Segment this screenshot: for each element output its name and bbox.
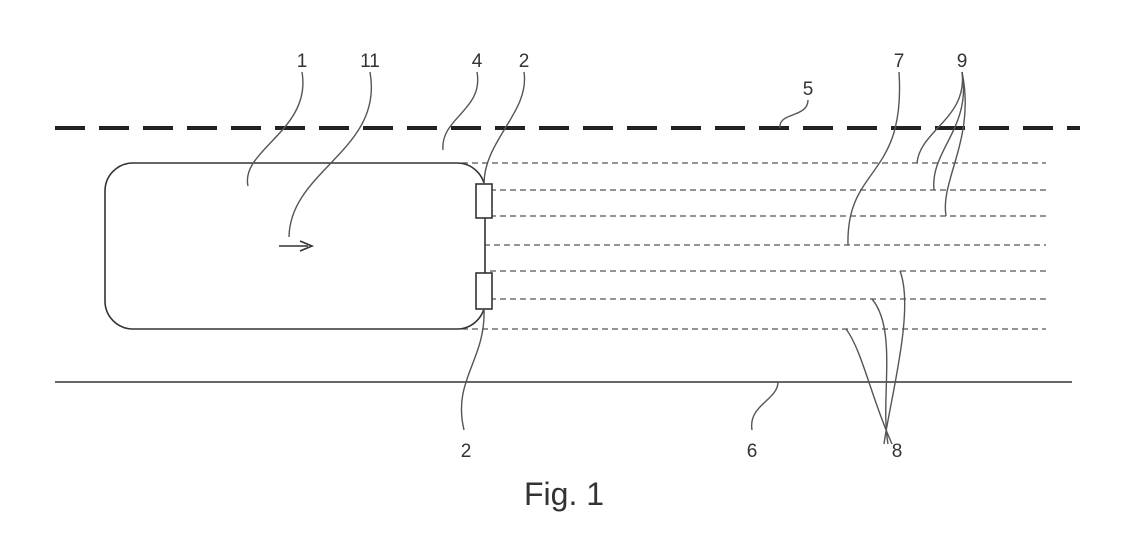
leader-dashed-marking xyxy=(779,99,809,129)
label-center-beam: 7 xyxy=(894,51,905,72)
leader-lane xyxy=(442,71,479,151)
leader-solid-marking xyxy=(751,381,779,431)
label-lower-beams: 8 xyxy=(892,441,903,462)
label-direction: 11 xyxy=(360,51,380,72)
label-lane: 4 xyxy=(472,51,483,72)
leader-lower-beams-3 xyxy=(883,270,906,445)
sensor-front-top xyxy=(475,183,493,219)
label-dashed-marking: 5 xyxy=(803,79,814,100)
leader-upper-beams-3 xyxy=(944,71,966,217)
figure-caption: Fig. 1 xyxy=(524,476,604,512)
leader-upper-beams-2 xyxy=(933,71,965,191)
sensor-beams xyxy=(462,162,1046,330)
label-solid-marking: 6 xyxy=(747,441,758,462)
leader-sensor-bottom xyxy=(460,308,485,431)
leader-lower-beams-1 xyxy=(845,328,893,445)
leader-sensor-top xyxy=(483,71,526,185)
direction-arrow xyxy=(279,240,315,252)
label-sensor-top: 2 xyxy=(519,51,530,72)
leader-vehicle xyxy=(246,71,304,187)
leader-center-beam xyxy=(847,71,901,246)
leader-lower-beams-2 xyxy=(871,298,889,445)
label-vehicle: 1 xyxy=(297,51,308,72)
sensor-front-bottom xyxy=(475,272,493,310)
leader-upper-beams-1 xyxy=(916,71,964,164)
label-upper-beams: 9 xyxy=(957,51,968,72)
leader-direction xyxy=(288,71,373,238)
label-sensor-bottom: 2 xyxy=(461,441,472,462)
